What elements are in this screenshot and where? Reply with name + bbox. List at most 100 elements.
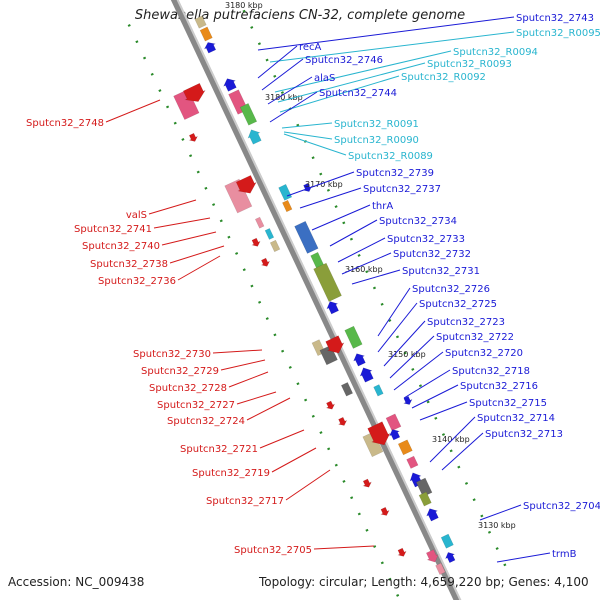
label-leader-line	[105, 99, 161, 123]
gene-feature	[359, 367, 374, 383]
gene-feature-shape	[235, 174, 257, 194]
gene-label: Sputcn32_2714	[477, 413, 555, 424]
kbp-tick-label: 3160 kbp	[345, 265, 383, 274]
gene-feature-shape	[188, 132, 199, 142]
gene-label: Sputcn32_2715	[469, 398, 547, 409]
gene-feature-shape	[199, 26, 213, 42]
gene-label: Sputcn32_2726	[412, 284, 490, 295]
gene-label: recA	[299, 42, 322, 53]
gene-feature-shape	[367, 421, 391, 446]
gene-feature	[294, 220, 319, 254]
gene-feature-shape	[313, 262, 342, 302]
gene-feature-shape	[388, 429, 401, 441]
label-leader-line	[441, 432, 484, 471]
label-leader-line	[283, 131, 333, 140]
gene-feature-shape	[425, 549, 439, 563]
gene-feature-shape	[182, 82, 206, 102]
label-leader-line	[228, 371, 269, 388]
label-leader-line	[311, 204, 371, 231]
gene-feature	[239, 103, 258, 126]
label-leader-line	[277, 62, 426, 103]
kbp-tick-label: 3150 kbp	[388, 350, 426, 359]
gene-feature	[254, 216, 265, 229]
gene-feature	[418, 491, 432, 507]
label-leader-line	[286, 171, 355, 197]
label-leader-line	[383, 320, 426, 367]
label-leader-line	[283, 133, 347, 156]
gene-feature	[362, 478, 372, 488]
gene-feature	[278, 183, 293, 201]
gene-feature-shape	[269, 239, 281, 253]
gene-label: Sputcn32_2730	[133, 349, 211, 360]
label-leader-line	[279, 75, 400, 113]
gene-label: Sputcn32_2728	[149, 383, 227, 394]
gene-feature	[173, 88, 200, 120]
gene-feature-shape	[224, 178, 253, 214]
label-leader-line	[281, 122, 333, 129]
gene-label: trmB	[552, 549, 577, 560]
gene-label: Sputcn32_2743	[516, 13, 594, 24]
gene-feature	[319, 344, 338, 366]
gene-feature	[373, 384, 384, 397]
gene-feature	[199, 26, 213, 42]
gene-feature	[260, 257, 271, 267]
map-title: Shewanella putrefaciens CN-32, complete …	[134, 8, 466, 23]
gene-label: Sputcn32_2722	[436, 332, 514, 343]
gene-feature	[269, 239, 281, 253]
gene-feature	[397, 439, 413, 456]
gene-feature	[367, 421, 391, 446]
gene-label: Sputcn32_2705	[234, 545, 312, 556]
label-leader-line	[148, 199, 197, 215]
gene-feature-shape	[362, 478, 372, 488]
gene-feature	[313, 262, 342, 302]
gene-label: Sputcn32_R0091	[334, 119, 419, 130]
label-leader-line	[269, 31, 515, 63]
label-leader-line	[271, 447, 317, 473]
gene-feature	[325, 400, 336, 410]
gene-feature-shape	[403, 395, 413, 405]
gene-feature-shape	[426, 508, 439, 522]
gene-label: Sputcn32_2729	[141, 366, 219, 377]
gene-label: Sputcn32_2734	[379, 216, 457, 227]
kbp-tick-label: 3130 kbp	[478, 521, 516, 530]
gene-label: Sputcn32_2716	[460, 381, 538, 392]
gene-feature	[340, 382, 354, 397]
gene-label: Sputcn32_2717	[206, 496, 284, 507]
gene-label: Sputcn32_2718	[452, 366, 530, 377]
gene-label: Sputcn32_2748	[26, 118, 104, 129]
gene-label: Sputcn32_2738	[90, 259, 168, 270]
gene-label: Sputcn32_2725	[419, 299, 497, 310]
gene-feature-shape	[223, 78, 237, 92]
label-leader-line	[161, 231, 217, 246]
gene-label: thrA	[372, 201, 393, 212]
gene-feature	[337, 416, 348, 426]
genome-summary-text: Topology: circular; Length: 4,659,220 bp…	[259, 575, 589, 589]
gene-label: Sputcn32_2727	[157, 400, 235, 411]
gene-feature	[445, 552, 456, 564]
label-leader-line	[341, 252, 392, 275]
label-leader-line	[236, 391, 277, 405]
label-leader-line	[269, 91, 318, 123]
gene-feature	[388, 429, 401, 441]
label-leader-line	[429, 416, 476, 463]
gene-feature-shape	[415, 477, 433, 498]
gene-feature	[223, 78, 237, 92]
gc-track-dots	[237, 0, 510, 574]
label-leader-line	[153, 217, 211, 229]
gene-label: Sputcn32_2719	[192, 468, 270, 479]
gene-label: Sputcn32_2724	[167, 416, 245, 427]
gene-feature-shape	[319, 344, 338, 366]
gene-feature-shape	[173, 88, 200, 120]
gene-feature-shape	[440, 533, 454, 549]
gene-label: Sputcn32_R0090	[334, 135, 419, 146]
gene-feature	[182, 82, 206, 102]
label-leader-line	[419, 401, 468, 421]
label-leader-line	[377, 302, 418, 353]
label-leader-line	[351, 269, 401, 285]
gene-feature-shape	[239, 103, 258, 126]
gene-feature	[403, 395, 413, 405]
gene-label: Sputcn32_2704	[523, 501, 600, 512]
gene-label: Sputcn32_2744	[319, 88, 397, 99]
label-leader-line	[403, 369, 451, 399]
